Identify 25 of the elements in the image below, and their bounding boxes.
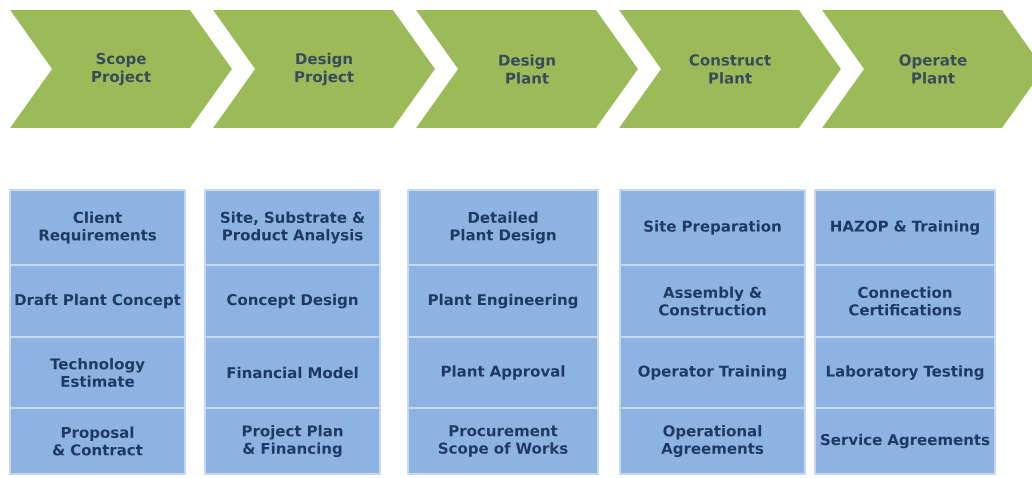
task-cell: HAZOP & Training — [814, 189, 996, 266]
task-cell: Plant Approval — [407, 336, 599, 409]
task-cell: Operational Agreements — [619, 407, 806, 475]
task-cell: Site Preparation — [619, 189, 806, 266]
chevron-step: Scope Project — [10, 10, 232, 128]
task-cell: Service Agreements — [814, 407, 996, 475]
chevron-step: Construct Plant — [619, 10, 841, 128]
chevron-step: Design Plant — [416, 10, 638, 128]
task-cell: Procurement Scope of Works — [407, 407, 599, 475]
task-cell: Site, Substrate & Product Analysis — [204, 189, 381, 266]
task-cell: Financial Model — [204, 336, 381, 409]
task-cell: Project Plan & Financing — [204, 407, 381, 475]
task-cell: Proposal & Contract — [9, 407, 186, 475]
task-cell: Client Requirements — [9, 189, 186, 266]
task-cell: Technology Estimate — [9, 336, 186, 409]
task-cell: Detailed Plant Design — [407, 189, 599, 266]
chevron-step: Design Project — [213, 10, 435, 128]
task-cell: Concept Design — [204, 264, 381, 338]
task-cell: Operator Training — [619, 336, 806, 409]
chevron-step: Operate Plant — [822, 10, 1032, 128]
task-cell: Draft Plant Concept — [9, 264, 186, 338]
task-cell: Connection Certifications — [814, 264, 996, 338]
task-cell: Plant Engineering — [407, 264, 599, 338]
task-cell: Assembly & Construction — [619, 264, 806, 338]
task-cell: Laboratory Testing — [814, 336, 996, 409]
